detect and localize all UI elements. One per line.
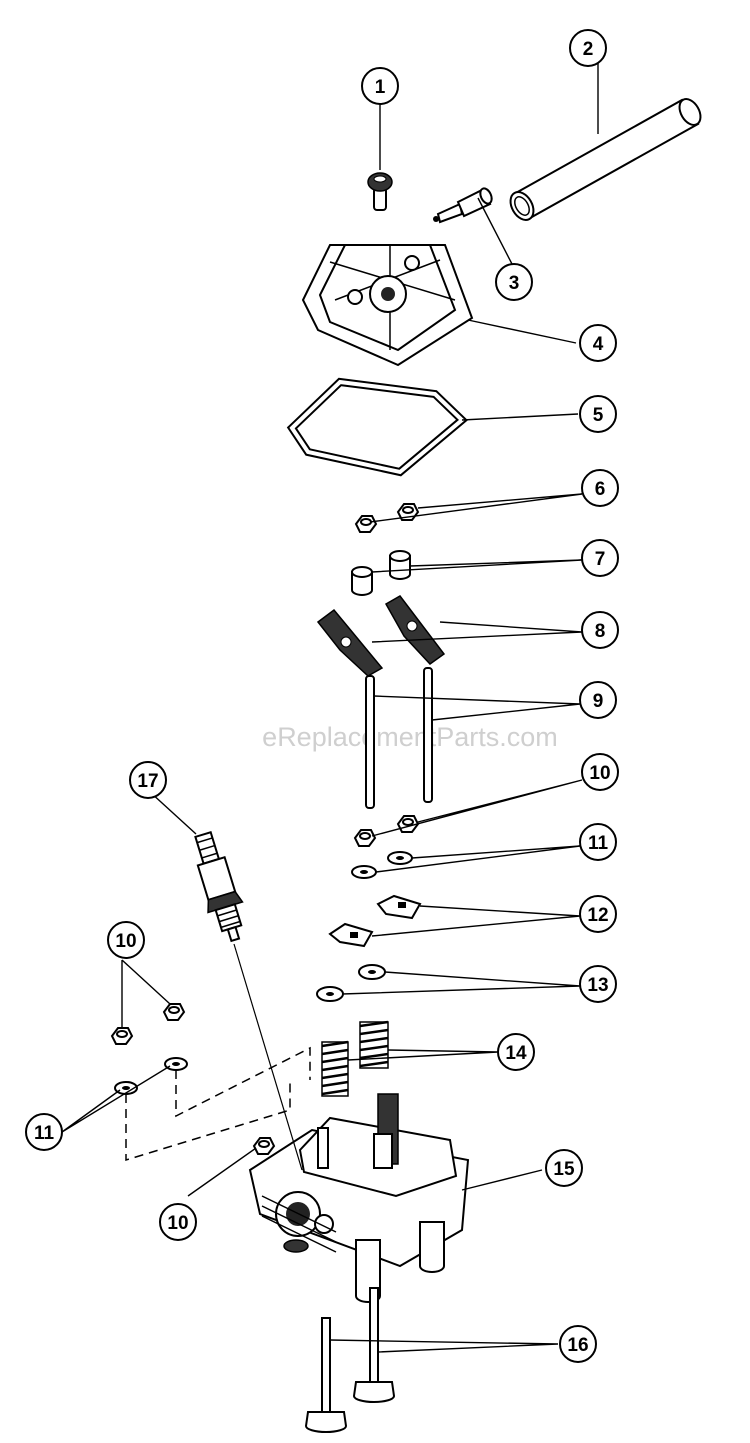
callout-8: 8: [581, 611, 619, 649]
part-9-push-rods: [365, 667, 433, 809]
part-4-valve-cover: [301, 244, 474, 367]
leader-lines: [61, 58, 599, 1353]
callout-circle: [559, 1325, 597, 1363]
part-13-retainers: [316, 964, 386, 1002]
callout-circle: [497, 1033, 535, 1071]
callout-circle: [579, 395, 617, 433]
watermark-text: eReplacementParts.com: [262, 722, 558, 752]
callout-circle: [581, 469, 619, 507]
callout-number: 2: [583, 39, 594, 60]
callout-number: 13: [587, 975, 608, 996]
part-10-nuts-left: [110, 1003, 186, 1045]
callout-circle: [107, 921, 145, 959]
callout-9: 9: [579, 681, 617, 719]
callout-number: 7: [595, 549, 606, 570]
callout-circle: [581, 753, 619, 791]
part-10-nut-head: [252, 1137, 276, 1155]
callout-circle: [581, 611, 619, 649]
part-16-valves: [304, 1287, 396, 1433]
part-14-springs: [321, 1020, 389, 1097]
callout-number: 11: [34, 1123, 55, 1144]
callout-circle: [25, 1113, 63, 1151]
callout-number: 6: [595, 479, 606, 500]
callout-circle: [569, 29, 607, 67]
part-11-washers: [351, 851, 413, 879]
callout-circle: [581, 539, 619, 577]
callout-14: 14: [497, 1033, 535, 1071]
callout-16: 16: [559, 1325, 597, 1363]
part-12-guide-plates: [328, 894, 422, 948]
callout-3: 3: [495, 263, 533, 301]
callout-number: 16: [567, 1335, 588, 1356]
callout-11: 11: [25, 1113, 63, 1151]
callout-5: 5: [579, 395, 617, 433]
callout-10: 10: [107, 921, 145, 959]
callout-circle: [579, 895, 617, 933]
part-2-tube: [509, 98, 702, 221]
callout-circle: [545, 1149, 583, 1187]
part-3-fitting: [433, 187, 493, 224]
callout-number: 17: [137, 771, 158, 792]
callout-number: 11: [588, 833, 609, 854]
callout-number: 10: [115, 931, 136, 952]
callout-number: 5: [593, 405, 604, 426]
callout-circle: [579, 681, 617, 719]
callout-circle: [579, 324, 617, 362]
part-6-nuts: [354, 503, 420, 533]
part-11-washers-left: [114, 1057, 188, 1095]
callout-circle: [361, 67, 399, 105]
part-17-spark-plug: [194, 830, 244, 943]
callout-number: 10: [167, 1213, 188, 1234]
callout-circle: [129, 761, 167, 799]
callout-2: 2: [569, 29, 607, 67]
callout-number: 14: [505, 1043, 527, 1064]
callout-17: 17: [129, 761, 167, 799]
callout-15: 15: [545, 1149, 583, 1187]
callout-number: 1: [375, 77, 386, 98]
part-1-screw: [367, 172, 393, 211]
callout-6: 6: [581, 469, 619, 507]
part-10-nuts: [353, 815, 420, 847]
callout-7: 7: [581, 539, 619, 577]
callout-circle: [579, 823, 617, 861]
callout-13: 13: [579, 965, 617, 1003]
callout-1: 1: [361, 67, 399, 105]
callout-10: 10: [159, 1203, 197, 1241]
callout-circle: [159, 1203, 197, 1241]
callout-number: 12: [587, 905, 608, 926]
callout-number: 8: [595, 621, 606, 642]
callout-4: 4: [579, 324, 617, 362]
callout-10: 10: [581, 753, 619, 791]
callout-number: 3: [509, 273, 520, 294]
callout-12: 12: [579, 895, 617, 933]
part-8-rocker-arms: [316, 595, 446, 677]
callout-circle: [579, 965, 617, 1003]
callout-circle: [495, 263, 533, 301]
callout-number: 4: [593, 334, 604, 355]
callout-number: 10: [589, 763, 610, 784]
callout-11: 11: [579, 823, 617, 861]
callout-number: 9: [593, 691, 604, 712]
callout-number: 15: [553, 1159, 575, 1180]
part-5-gasket: [286, 377, 468, 477]
part-7-adjusters: [351, 550, 411, 596]
assembly-lines: [125, 943, 311, 1171]
part-15-cylinder-head: [248, 1093, 470, 1303]
